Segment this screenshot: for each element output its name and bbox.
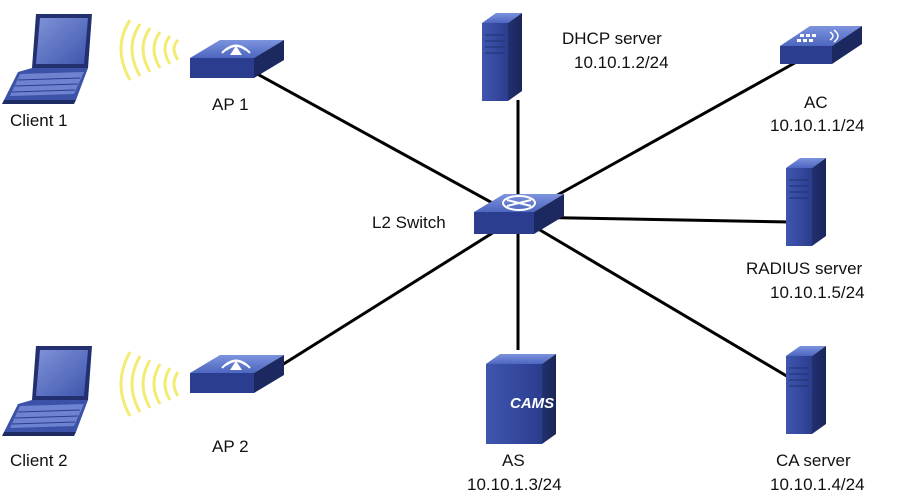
server-icon [482,13,522,101]
access-point-icon [190,40,284,78]
label-ap-1: AP 1 [212,95,249,114]
access-point-icon [190,355,284,393]
server-icon [786,346,826,434]
label-as: AS [502,451,525,470]
ip-ca-server: 10.10.1.4/24 [770,475,865,494]
link-radius-switch [517,215,791,224]
link-ap1-switch [249,68,519,219]
switch-icon [474,194,564,234]
label-client-1: Client 1 [10,111,68,130]
wifi-signal-icon [119,351,180,417]
label-ca-server: CA server [776,451,851,470]
link-ap2-switch [249,215,519,387]
label-dhcp-server: DHCP server [562,29,662,48]
label-client-2: Client 2 [10,451,68,470]
ip-dhcp-server: 10.10.1.2/24 [574,53,669,72]
cams-server-icon: CAMS [486,354,556,444]
server-icon [786,158,826,246]
label-l2-switch: L2 Switch [372,213,446,232]
access-controller-icon [780,26,862,64]
ip-ac: 10.10.1.1/24 [770,116,865,135]
label-ac: AC [804,93,828,112]
laptop-icon [2,346,92,436]
cams-badge: CAMS [510,395,554,412]
wifi-signal-icon [119,19,180,81]
link-ca-switch [517,215,791,380]
label-ap-2: AP 2 [212,437,249,456]
ip-radius-server: 10.10.1.5/24 [770,283,865,302]
link-ac-switch [517,58,801,219]
ip-as: 10.10.1.3/24 [467,475,562,494]
label-radius-server: RADIUS server [746,259,863,278]
laptop-icon [2,14,92,104]
links [249,58,801,387]
